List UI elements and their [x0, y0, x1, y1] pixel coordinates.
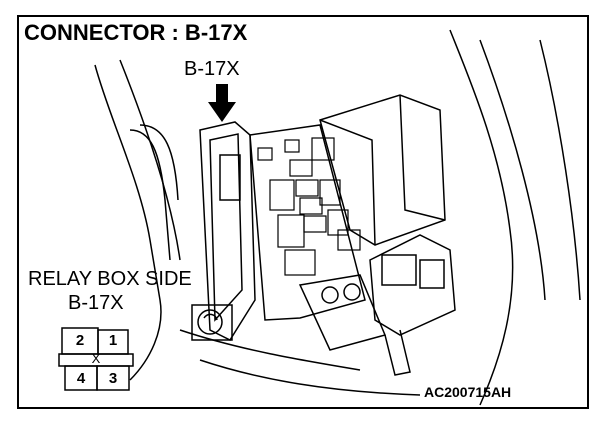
figure-code: AC200715AH — [424, 384, 512, 400]
callout-label: B-17X — [184, 58, 240, 80]
pin-2: 2 — [75, 332, 85, 349]
pin-1: 1 — [108, 332, 118, 349]
pin-4: 4 — [76, 370, 86, 387]
connector-title: CONNECTOR : B-17X — [24, 20, 248, 45]
pin-3: 3 — [108, 370, 118, 387]
key-mark: X — [91, 351, 101, 366]
relay-box-side-label: RELAY BOX SIDE — [28, 268, 192, 290]
diagram-frame — [17, 15, 589, 409]
connector-id-label: B-17X — [68, 292, 124, 314]
